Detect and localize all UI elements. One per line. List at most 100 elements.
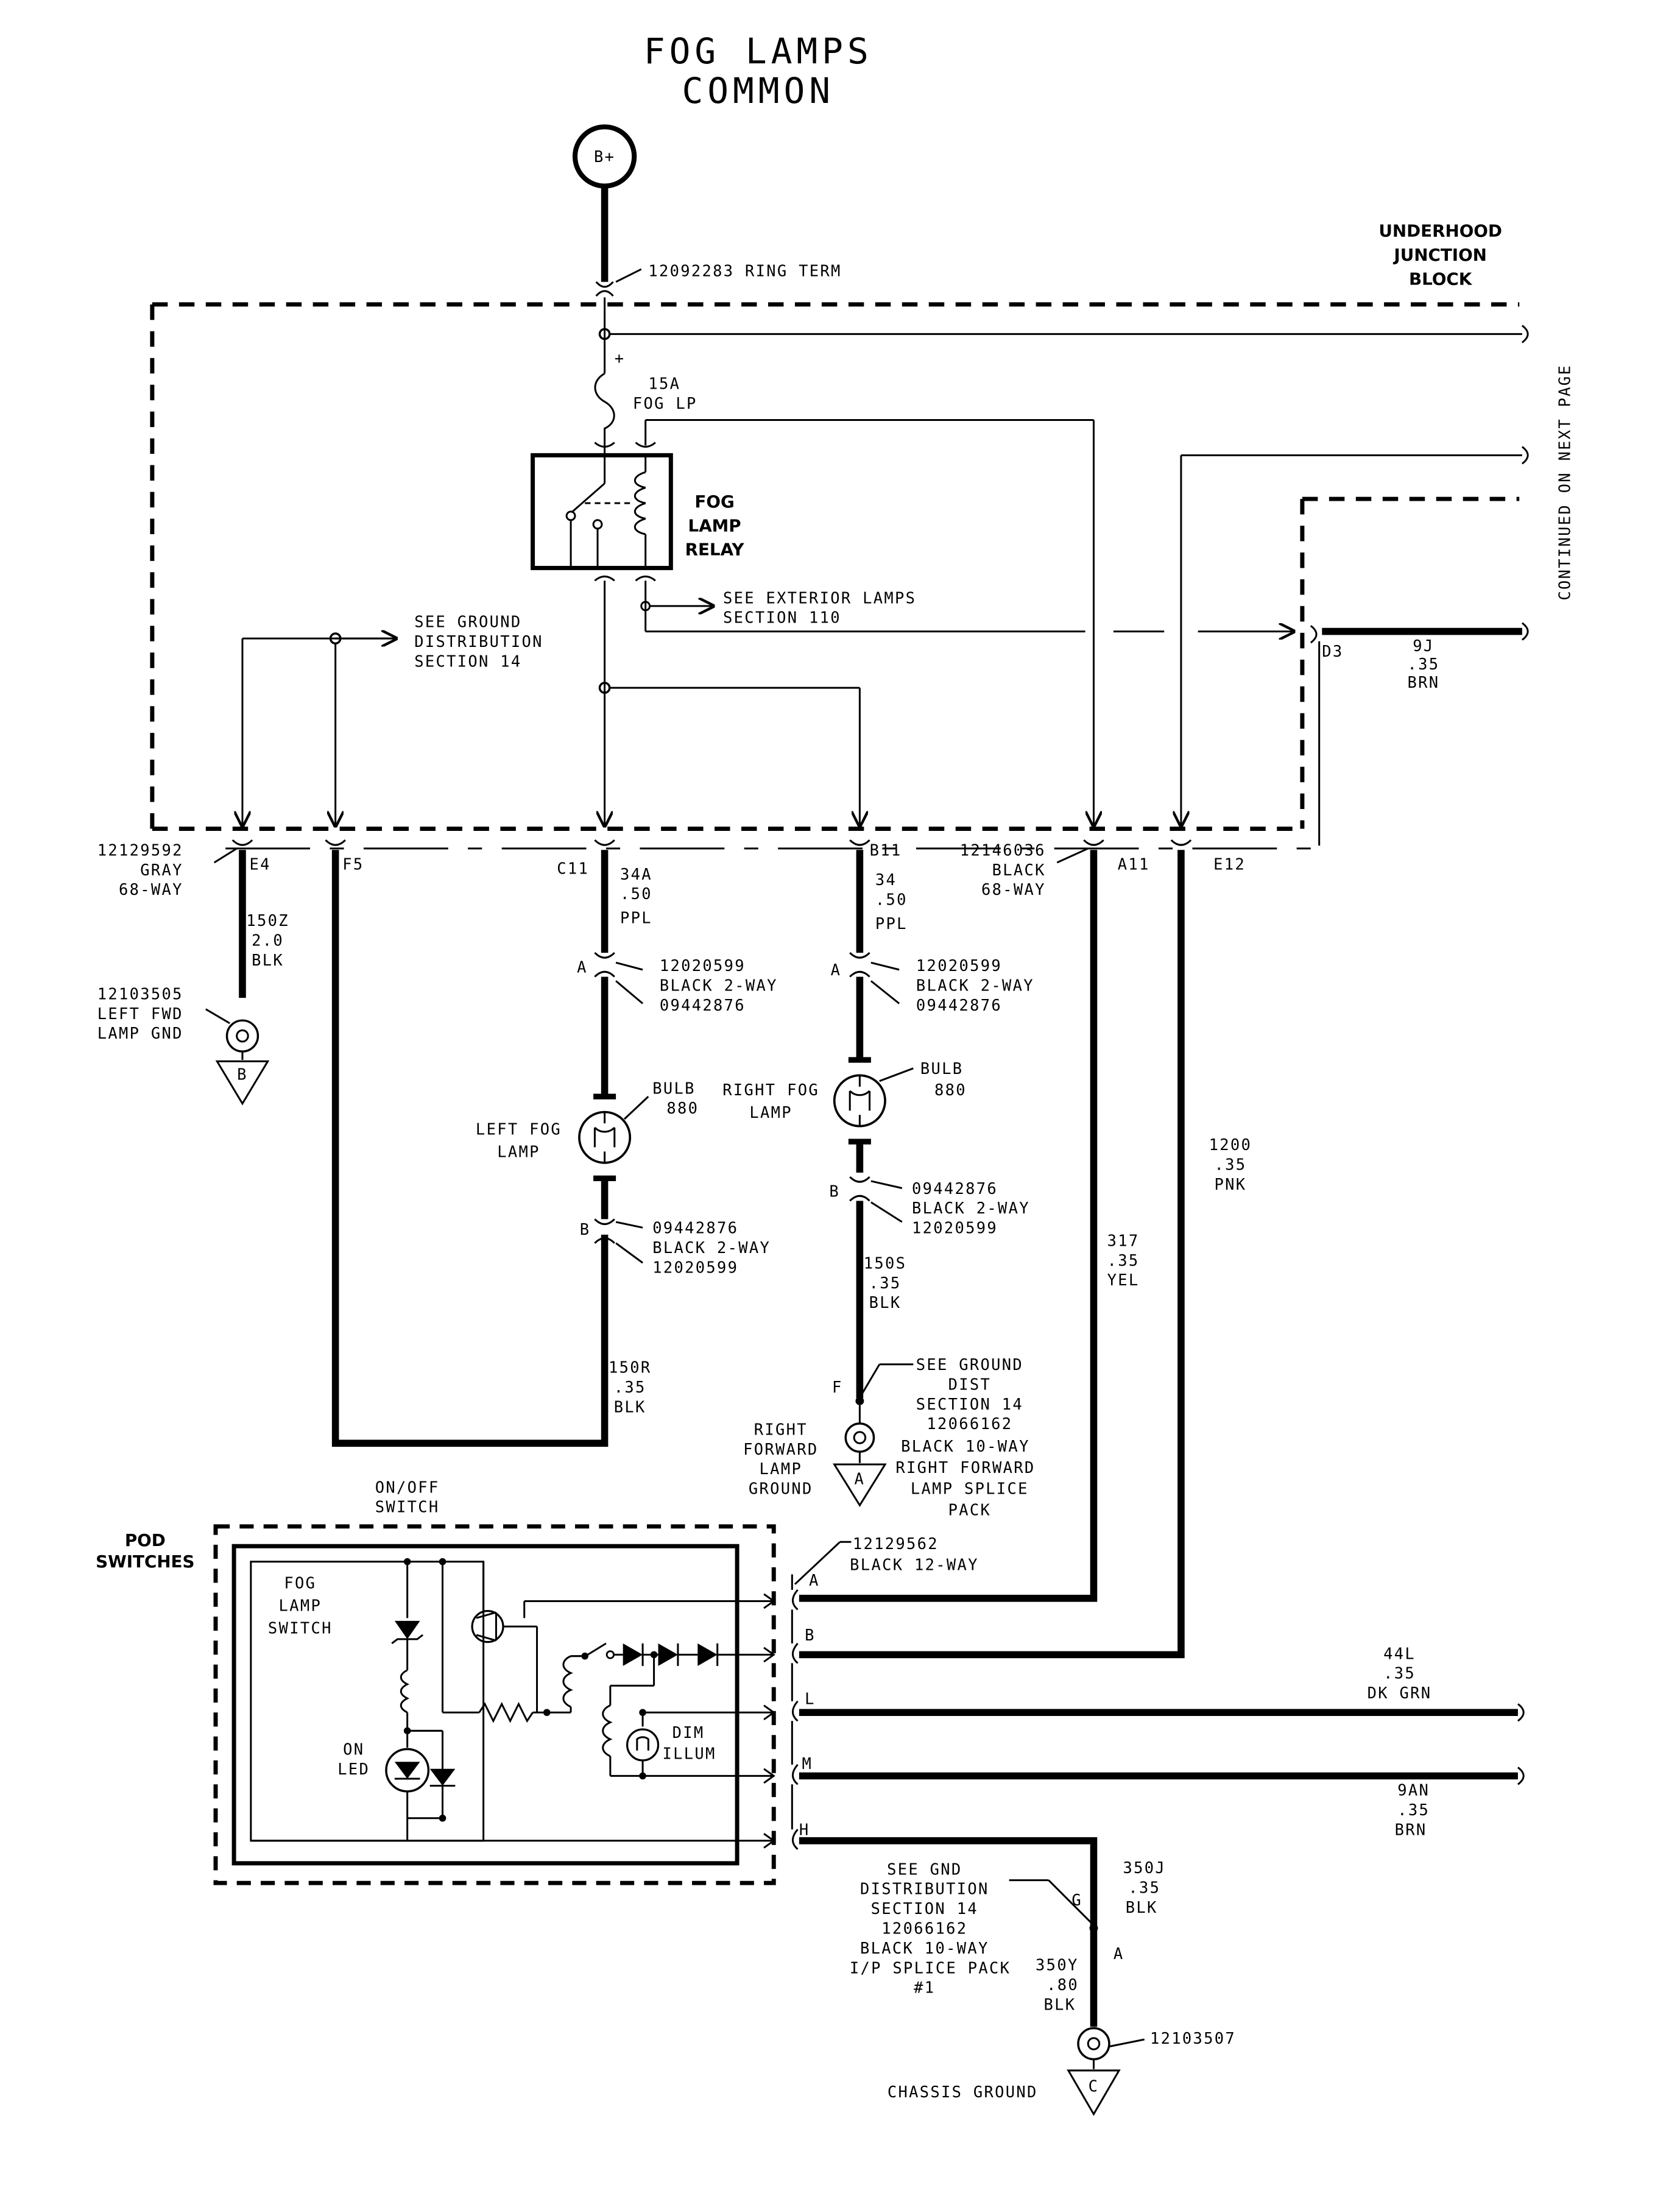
ip-splice-pin-g: G: [1071, 1891, 1082, 1910]
right-fwd-gnd-label-1: RIGHT: [754, 1421, 808, 1439]
ground-b-label: B: [237, 1065, 248, 1084]
dim-illum-label-1: DIM: [672, 1724, 705, 1742]
right-conn-b-label-1: 09442876: [912, 1180, 998, 1198]
ground-a-label: A: [855, 1470, 866, 1488]
pin-f5: F5: [342, 856, 364, 874]
ring-term-connector: [595, 281, 614, 288]
right-conn-b-label-3: 12020599: [912, 1220, 998, 1238]
right-splice-label-6: RIGHT FORWARD: [895, 1459, 1035, 1477]
right-bulb-label-1: BULB: [920, 1060, 964, 1078]
wire-350y-gauge: .80: [1046, 1976, 1079, 1994]
fog-lamp-switch-body: [231, 1544, 739, 1866]
wire-9an-gauge: .35: [1397, 1801, 1430, 1820]
wire-1200-gauge: .35: [1214, 1156, 1246, 1174]
wire-317-color: YEL: [1107, 1271, 1140, 1290]
right-splice-pin: F: [832, 1379, 843, 1397]
conn-black-color: BLACK: [992, 861, 1046, 880]
fuse-15a-symbol: [594, 372, 615, 454]
pod-pin-h: H: [799, 1821, 810, 1840]
conn-black-part: 12146036: [960, 841, 1046, 860]
right-conn-b-pin: B: [829, 1182, 840, 1201]
chassis-ground-part: 12103507: [1150, 2030, 1236, 2048]
wire-350j-gauge: .35: [1128, 1879, 1160, 1897]
wire-9j-gauge: .35: [1407, 655, 1439, 674]
ground-symbol-b: [215, 1060, 270, 1106]
fog-switch-label-3: SWITCH: [268, 1620, 333, 1638]
wire-9an-color: BRN: [1395, 1821, 1427, 1840]
right-fwd-gnd-label-2: FORWARD: [743, 1441, 818, 1459]
relay-label-1: FOG: [694, 492, 734, 512]
ip-splice-label-6: I/P SPLICE PACK: [850, 1959, 1011, 1977]
wire-9j-circuit: 9J: [1413, 637, 1434, 655]
wire-150s-circuit: 150S: [864, 1254, 907, 1273]
left-bulb-label-2: 880: [666, 1100, 699, 1118]
wire-150z-color: BLK: [252, 951, 284, 970]
right-splice-label-4: 12066162: [926, 1415, 1012, 1433]
wire-1200-color: PNK: [1214, 1176, 1246, 1194]
left-fog-lamp-label-1: LEFT FOG: [476, 1121, 562, 1139]
wire-1200-pnk: [799, 850, 1185, 1659]
ring-term-label: 12092283 RING TERM: [648, 262, 841, 280]
conn-gray-ways: 68-WAY: [119, 881, 183, 899]
left-conn-b-label-1: 09442876: [652, 1220, 738, 1238]
on-led-label-1: ON: [343, 1741, 364, 1759]
left-fog-lamp-label-2: LAMP: [497, 1143, 540, 1162]
ground-symbol-c: [1067, 2069, 1121, 2116]
right-conn-a-label-1: 12020599: [916, 957, 1002, 975]
pod-pin-b: B: [805, 1626, 816, 1645]
conn-black-ways: 68-WAY: [981, 881, 1046, 899]
title-line-1: FOG LAMPS: [644, 30, 873, 72]
pod-pin-a: A: [809, 1572, 820, 1590]
chassis-ground-label: CHASSIS GROUND: [888, 2083, 1038, 2102]
right-fwd-gnd-label-3: LAMP: [760, 1460, 803, 1478]
relay-label-2: LAMP: [688, 515, 741, 535]
left-fwd-gnd-label-2: LAMP GND: [97, 1025, 183, 1043]
ground-dist-ref-1: SEE GROUND: [414, 613, 521, 632]
ip-splice-label-4: 12066162: [881, 1919, 967, 1938]
pin-a11: A11: [1118, 856, 1150, 874]
ground-dist-ref-2: DISTRIBUTION: [414, 633, 543, 651]
title-line-2: COMMON: [682, 70, 835, 111]
relay-label-3: RELAY: [685, 540, 745, 560]
pin-b11: B11: [870, 841, 902, 860]
chassis-ground-ring: [1077, 2027, 1110, 2061]
ip-splice-label-2: DISTRIBUTION: [860, 1880, 989, 1899]
left-conn-a-label-1: 12020599: [660, 957, 746, 975]
wire-150r-gauge: .35: [614, 1379, 646, 1397]
fog-switch-label-1: FOG: [284, 1575, 316, 1593]
pod-pin-m: M: [802, 1755, 813, 1773]
ground-c-label: C: [1089, 2078, 1099, 2096]
exterior-lamps-ref-2: SECTION 110: [723, 609, 841, 627]
wire-350y-color: BLK: [1044, 1996, 1076, 2014]
wire-9j-color: BRN: [1407, 674, 1439, 692]
right-conn-a-pin: A: [831, 961, 842, 980]
ground-symbol-a: [833, 1463, 887, 1507]
pin-e4: E4: [250, 856, 271, 874]
right-fog-lamp-bulb: [833, 1074, 886, 1128]
left-fog-lamp-bulb: [578, 1110, 632, 1164]
wire-34a-color: PPL: [620, 909, 652, 928]
wire-150r-circuit: 150R: [609, 1359, 652, 1377]
wire-34-gauge: .50: [875, 891, 908, 909]
left-conn-a-label-2: BLACK 2-WAY: [660, 977, 778, 995]
wire-350y-circuit: 350Y: [1036, 1957, 1079, 1975]
onoff-switch-label-1: ON/OFF: [375, 1478, 440, 1497]
wire-44l-circuit: 44L: [1383, 1645, 1416, 1663]
on-led-label-2: LED: [337, 1760, 370, 1779]
pod-connector-12-way: [791, 1574, 799, 1850]
wire-150r-color: BLK: [614, 1398, 646, 1416]
wire-150z-gauge: 2.0: [252, 932, 284, 950]
wire-150s-color: BLK: [869, 1294, 902, 1312]
pod-switch-circuitry: [250, 1558, 775, 1849]
ip-splice-point: [1089, 1924, 1098, 1933]
junction-block-label-3: BLOCK: [1409, 269, 1473, 289]
fuse-label-1: 15A: [648, 375, 680, 394]
pin-d3: D3: [1322, 643, 1343, 661]
wire-1200-circuit: 1200: [1209, 1136, 1252, 1154]
pod-switches-label-1: POD: [125, 1530, 166, 1550]
ip-splice-label-7: #1: [914, 1979, 935, 1997]
wire-44l-gauge: .35: [1383, 1665, 1416, 1683]
right-fog-lamp-label-2: LAMP: [749, 1104, 792, 1122]
right-conn-b-label-2: BLACK 2-WAY: [912, 1199, 1030, 1218]
